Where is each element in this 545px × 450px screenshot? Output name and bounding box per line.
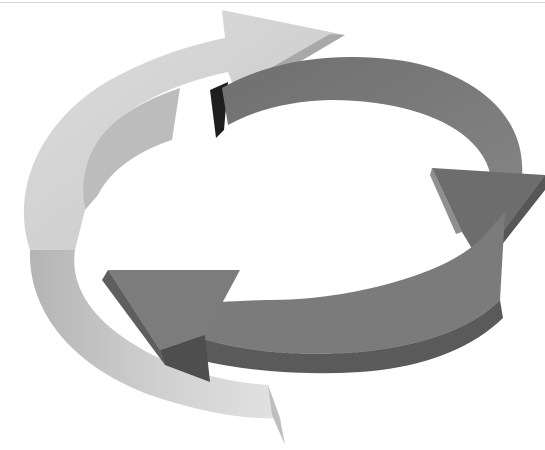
dark-arrow-bottom [102, 212, 505, 382]
top-divider [0, 2, 545, 3]
light-arrow-top [24, 10, 345, 250]
